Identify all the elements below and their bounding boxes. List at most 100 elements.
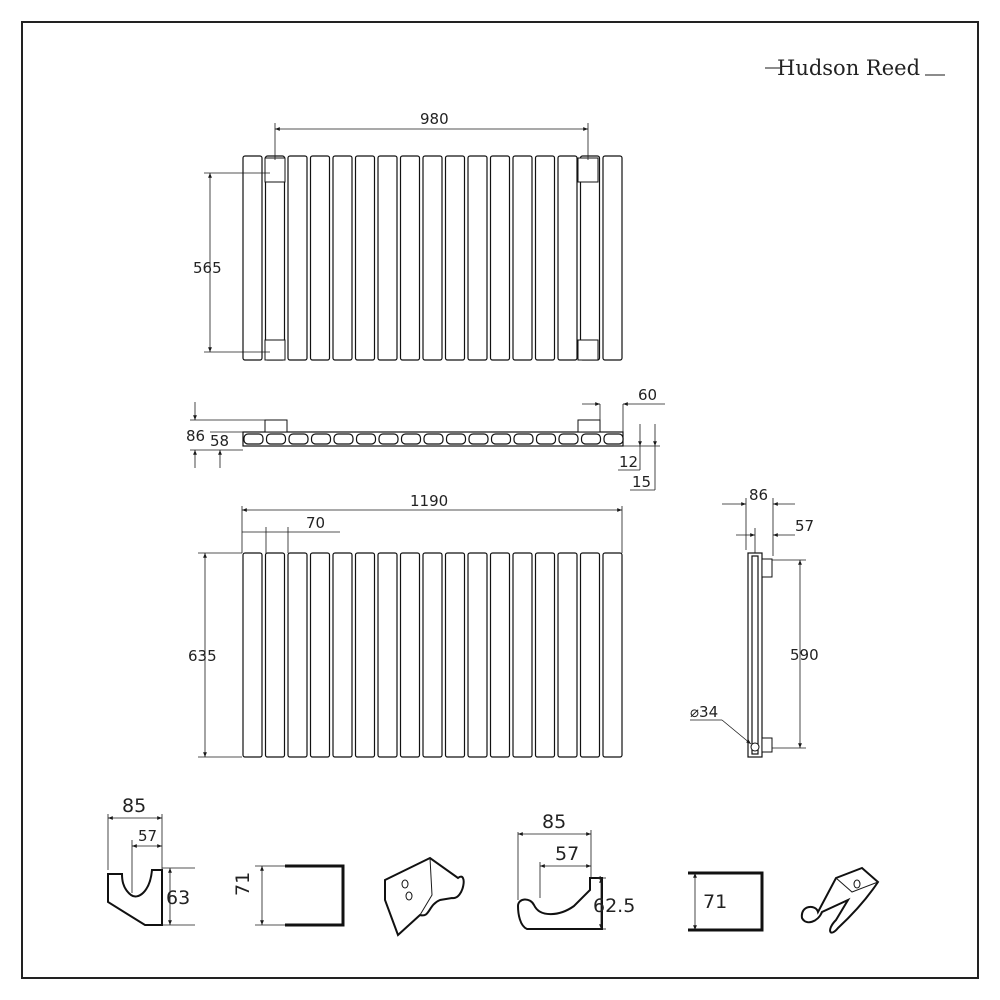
front-view-top: 980 565 bbox=[193, 110, 623, 361]
side-bracket-bottom bbox=[761, 737, 773, 753]
top-radiator-column bbox=[512, 155, 533, 361]
plan-tube bbox=[490, 433, 512, 445]
bracket-b-isometric bbox=[800, 866, 880, 934]
top-radiator-column bbox=[444, 155, 466, 361]
top-radiator-column bbox=[467, 155, 488, 361]
bracket-b-hook-shape bbox=[516, 877, 603, 930]
plan-tube bbox=[378, 433, 399, 445]
dim-pipe-diameter: ⌀34 bbox=[690, 703, 718, 721]
bottom-radiator-column bbox=[242, 552, 263, 758]
top-radiator-column bbox=[354, 155, 376, 361]
radiator-panels-top bbox=[242, 155, 623, 361]
dim-top-width: 980 bbox=[420, 110, 449, 128]
wall-bracket-top-left bbox=[264, 157, 286, 183]
plan-tube bbox=[468, 433, 489, 445]
wall-bracket-bottom-right bbox=[577, 339, 599, 361]
dim-plan-depth: 86 bbox=[186, 427, 205, 445]
top-radiator-column bbox=[242, 155, 263, 361]
bottom-radiator-column bbox=[264, 552, 286, 758]
dim-top-height: 565 bbox=[193, 259, 222, 277]
plan-tube bbox=[580, 433, 602, 445]
bottom-radiator-column bbox=[512, 552, 533, 758]
bottom-radiator-column bbox=[602, 552, 623, 758]
dim-side-inner: 57 bbox=[795, 517, 814, 535]
bottom-radiator-column bbox=[467, 552, 488, 758]
dim-side-depth: 86 bbox=[749, 486, 768, 504]
bottom-radiator-column bbox=[489, 552, 511, 758]
dim-bracket-b-height: 62.5 bbox=[593, 895, 635, 917]
bottom-radiator-column bbox=[309, 552, 331, 758]
dim-bracket-b-plate: 71 bbox=[703, 891, 727, 913]
dim-bottom-height: 635 bbox=[188, 647, 217, 665]
bottom-radiator-column bbox=[444, 552, 466, 758]
dim-bracket-b-inner: 57 bbox=[555, 843, 579, 865]
top-radiator-column bbox=[264, 155, 286, 361]
front-view-bottom: 1190 70 635 bbox=[188, 492, 623, 758]
bracket-b-profile: 85 57 62.5 bbox=[516, 811, 635, 930]
top-radiator-column bbox=[332, 155, 353, 361]
side-view: 86 57 590 ⌀34 bbox=[690, 486, 819, 758]
dim-side-height: 590 bbox=[790, 646, 819, 664]
bottom-radiator-column bbox=[332, 552, 353, 758]
bracket-b-plate: 71 bbox=[688, 871, 764, 932]
plan-tube bbox=[243, 433, 264, 445]
brand-logo: Hudson Reed bbox=[765, 56, 945, 80]
plan-tube bbox=[603, 433, 624, 445]
plan-tube bbox=[535, 433, 557, 445]
bottom-radiator-column bbox=[534, 552, 556, 758]
plan-tube bbox=[333, 433, 354, 445]
plan-tube bbox=[265, 433, 287, 445]
plan-bracket-right bbox=[577, 419, 601, 433]
plan-tube bbox=[310, 433, 332, 445]
dim-bottom-column: 70 bbox=[306, 514, 325, 532]
dim-plan-offset: 60 bbox=[638, 386, 657, 404]
top-radiator-column bbox=[579, 155, 601, 361]
brand-name: Hudson Reed bbox=[777, 56, 920, 80]
bottom-radiator-column bbox=[557, 552, 578, 758]
dim-bracket-a-inner: 57 bbox=[138, 827, 157, 845]
top-radiator-column bbox=[399, 155, 421, 361]
top-radiator-column bbox=[422, 155, 443, 361]
top-view: 86 58 60 12 15 bbox=[186, 386, 665, 491]
dim-plan-inner: 58 bbox=[210, 432, 229, 450]
plan-tube bbox=[423, 433, 444, 445]
bracket-a-hook-shape bbox=[107, 869, 163, 926]
plan-tube bbox=[288, 433, 309, 445]
bracket-a-isometric bbox=[384, 856, 465, 937]
top-radiator-column bbox=[377, 155, 398, 361]
dim-bracket-a-plate: 71 bbox=[232, 872, 254, 896]
bracket-a-plate: 71 bbox=[232, 864, 345, 927]
top-radiator-column bbox=[489, 155, 511, 361]
dim-bracket-a-width: 85 bbox=[122, 795, 146, 817]
top-radiator-column bbox=[309, 155, 331, 361]
top-radiator-column bbox=[287, 155, 308, 361]
drawing-frame bbox=[21, 21, 979, 979]
top-radiator-column bbox=[602, 155, 623, 361]
wall-bracket-bottom-left bbox=[264, 339, 286, 361]
bottom-radiator-column bbox=[579, 552, 601, 758]
top-radiator-column bbox=[557, 155, 578, 361]
radiator-panels-bottom bbox=[242, 552, 623, 758]
plan-tubes bbox=[243, 433, 624, 445]
plan-tube bbox=[445, 433, 467, 445]
bottom-radiator-column bbox=[399, 552, 421, 758]
bracket-a-profile: 85 57 63 bbox=[107, 795, 195, 926]
bottom-radiator-column bbox=[287, 552, 308, 758]
plan-tube bbox=[400, 433, 422, 445]
plan-tube bbox=[513, 433, 534, 445]
plan-tube bbox=[558, 433, 579, 445]
bottom-radiator-column bbox=[354, 552, 376, 758]
side-bracket-top bbox=[761, 558, 773, 578]
dim-bottom-width: 1190 bbox=[410, 492, 448, 510]
wall-bracket-top-right bbox=[577, 157, 599, 183]
plan-bracket-left bbox=[264, 419, 288, 433]
bottom-radiator-column bbox=[422, 552, 443, 758]
dim-plan-gap-small: 12 bbox=[619, 453, 638, 471]
dim-bracket-b-width: 85 bbox=[542, 811, 566, 833]
plan-tube bbox=[355, 433, 377, 445]
dim-plan-gap-large: 15 bbox=[632, 473, 651, 491]
dim-bracket-a-height: 63 bbox=[166, 887, 190, 909]
bottom-radiator-column bbox=[377, 552, 398, 758]
top-radiator-column bbox=[534, 155, 556, 361]
